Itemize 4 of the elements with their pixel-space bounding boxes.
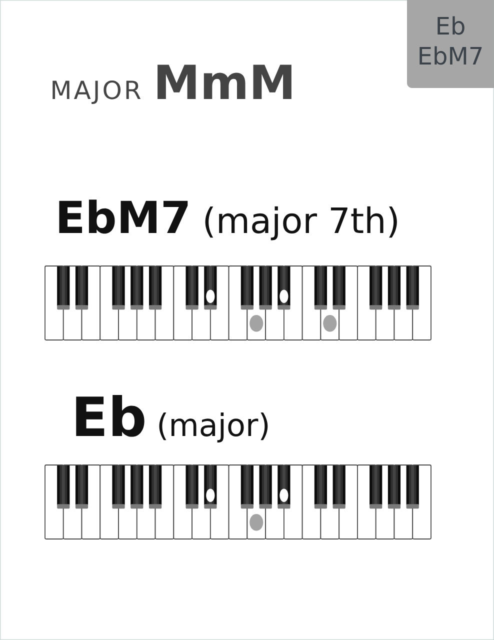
title: MAJOR MmM — [52, 64, 292, 104]
corner-tab: Eb EbM7 — [407, 0, 494, 88]
chord-heading: EbM7 (major 7th) — [59, 200, 397, 240]
chord-heading: Eb (major) — [76, 394, 268, 442]
